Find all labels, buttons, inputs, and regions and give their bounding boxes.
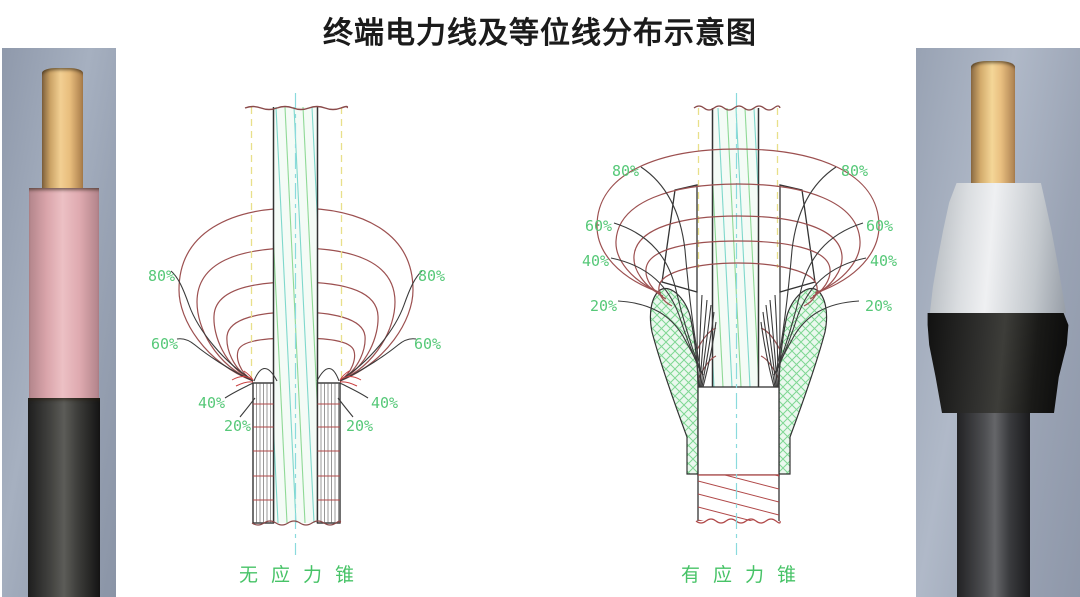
percent-label: 80% (612, 162, 639, 180)
percent-label: 80% (148, 267, 175, 285)
percent-labels: 80% 80% 60% 60% 40% 40% 20% 20% (582, 162, 897, 315)
conductor-hatch (712, 108, 759, 387)
photo-cable-terminated (916, 48, 1080, 597)
diagram-no-stress-cone: 80% 80% 60% 60% 40% 40% 20% 20% 无应力锥 (148, 93, 445, 586)
percent-label: 80% (418, 267, 445, 285)
page-title: 终端电力线及等位线分布示意图 (323, 16, 757, 51)
jacket-3d (28, 398, 100, 597)
conductor-3d (971, 61, 1015, 186)
stress-cone-3d (927, 313, 1069, 413)
conductor-3d (42, 68, 83, 190)
percent-label: 40% (198, 394, 225, 412)
cable-insulation (711, 108, 760, 387)
caption-no-stress-cone: 无应力锥 (239, 564, 367, 586)
percent-labels: 80% 80% 60% 60% 40% 40% 20% 20% (148, 267, 445, 435)
percent-label: 60% (866, 217, 893, 235)
photo-cable-stripped (2, 48, 116, 597)
shield-layer (251, 382, 342, 526)
cable-3d (957, 413, 1030, 597)
equipotential-lines (596, 148, 880, 381)
field-lines (170, 270, 423, 418)
percent-label: 60% (151, 335, 178, 353)
percent-label: 20% (346, 417, 373, 435)
percent-label: 20% (590, 297, 617, 315)
diagram-with-stress-cone: 80% 80% 60% 60% 40% 40% 20% 20% 有应力锥 (582, 93, 897, 586)
percent-label: 40% (582, 252, 609, 270)
break-line (244, 105, 349, 111)
break-line (693, 105, 781, 111)
guide-lines (697, 108, 779, 268)
shield-grading-lines (253, 403, 340, 501)
insulation-3d (29, 188, 99, 400)
percent-label: 20% (865, 297, 892, 315)
bottom-break-line (695, 518, 781, 524)
percent-label: 80% (841, 162, 868, 180)
guide-lines (250, 107, 343, 381)
percent-label: 40% (870, 252, 897, 270)
convergence-strokes (231, 370, 362, 387)
percent-label: 60% (585, 217, 612, 235)
field-lines (610, 166, 867, 388)
percent-label: 20% (224, 417, 251, 435)
termination-base (695, 386, 781, 524)
termination-body-3d (929, 183, 1067, 313)
percent-label: 60% (414, 335, 441, 353)
percent-label: 40% (371, 394, 398, 412)
caption-with-stress-cone: 有应力锥 (681, 564, 809, 586)
bottom-break-line (251, 520, 342, 526)
jacket-hatch (698, 475, 779, 521)
conductor-hatch (273, 107, 318, 523)
